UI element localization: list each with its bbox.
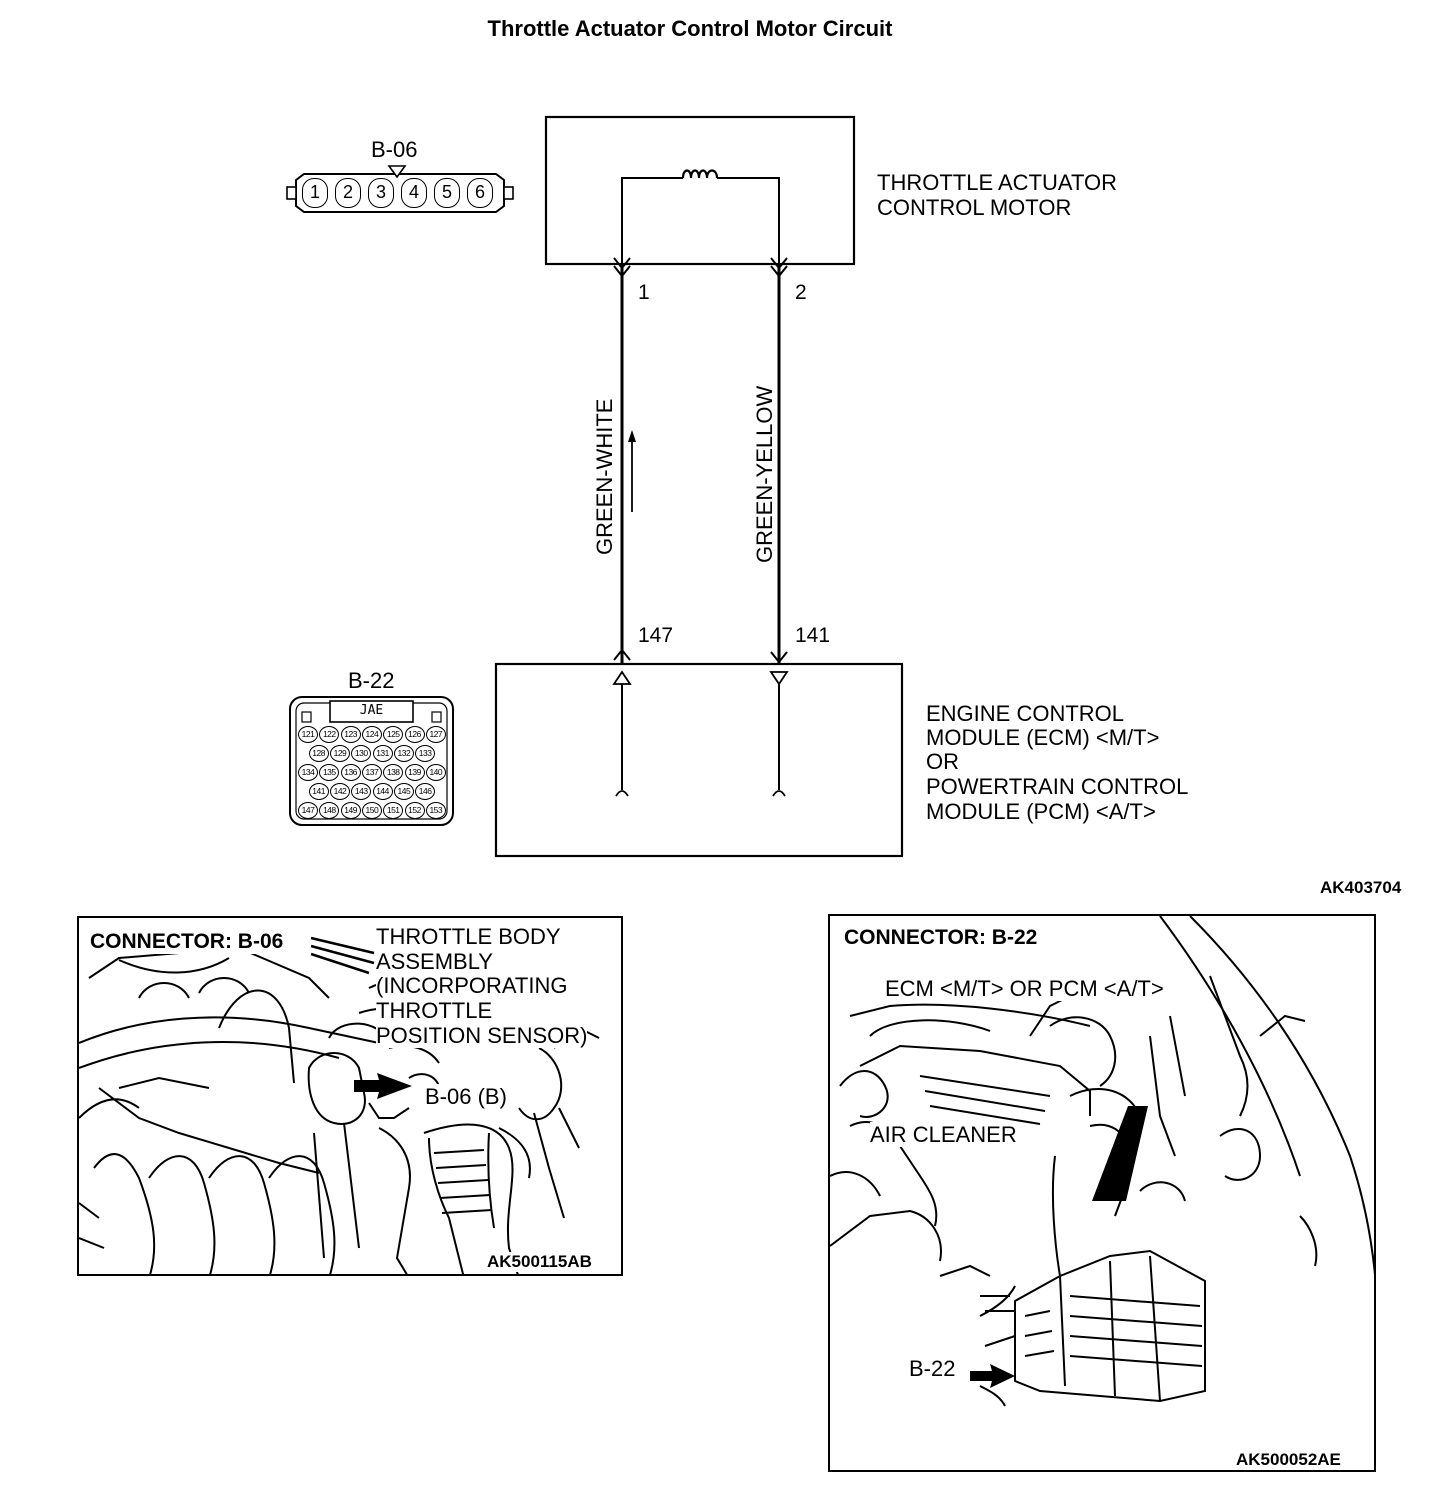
- photo-b22-heading: CONNECTOR: B-22: [844, 926, 1040, 950]
- wire-label-green-white: GREEN-WHITE: [592, 398, 617, 555]
- motor-label-line2: CONTROL MOTOR: [877, 195, 1072, 220]
- page-title: Throttle Actuator Control Motor Circuit: [487, 16, 893, 41]
- terminal-147-label: 147: [638, 624, 674, 647]
- b22-pin: 153: [425, 802, 446, 819]
- b22-pin: 133: [415, 745, 436, 762]
- b22-pin: 123: [340, 726, 361, 743]
- connector-b22-label: B-22: [348, 668, 395, 693]
- photo-b22-pointer-label: B-22: [909, 1356, 956, 1381]
- b06-pin-6: 6: [467, 178, 493, 208]
- b06-pin-5: 5: [434, 178, 460, 208]
- b22-pin: 144: [372, 783, 393, 800]
- ecm-label-line1: ENGINE CONTROL: [926, 701, 1125, 726]
- b06-pin-3: 3: [368, 178, 394, 208]
- b22-pin: 138: [383, 764, 404, 781]
- b22-pin: 124: [361, 726, 382, 743]
- terminal-141-arrow: [770, 651, 788, 664]
- b22-pin: 143: [351, 783, 372, 800]
- b22-pin: 152: [404, 802, 425, 819]
- b22-pin: 137: [361, 764, 382, 781]
- wiring-diagram: [286, 115, 904, 858]
- photo-b06-callout-4: THROTTLE: [376, 998, 493, 1023]
- photo-b22-callout-ecm: ECM <M/T> OR PCM <A/T>: [885, 976, 1164, 1001]
- ecm-label-line5: MODULE (PCM) <A/T>: [926, 799, 1156, 824]
- motor-box: [544, 115, 856, 266]
- b06-pin-2: 2: [335, 178, 361, 208]
- b22-pin: 126: [404, 726, 425, 743]
- b22-pin: 151: [383, 802, 404, 819]
- terminal-141-label: 141: [795, 624, 831, 647]
- b22-pin: 130: [351, 745, 372, 762]
- b22-pin: 122: [319, 726, 340, 743]
- b22-pin: 121: [298, 726, 318, 743]
- b22-pin: 147: [298, 802, 318, 819]
- engine-bay-illustration-b22: [830, 916, 1374, 1407]
- photo-b06-heading: CONNECTOR: B-06: [90, 930, 286, 954]
- b22-pin: 134: [298, 764, 318, 781]
- motor-coil-circuit: [621, 177, 780, 264]
- photo-connector-b06: CONNECTOR: B-06 THROTTLE BODY ASSEMBLY (…: [77, 916, 623, 1276]
- ecm-input-147: [612, 670, 632, 685]
- diagram-code: AK403704: [1320, 878, 1402, 897]
- b06-pin-4: 4: [401, 178, 427, 208]
- ecm-label-line2: MODULE (ECM) <M/T>: [926, 725, 1160, 750]
- b22-pin: 131: [372, 745, 393, 762]
- b06-pointer-arrow: [354, 1073, 412, 1099]
- terminal-2-label: 2: [795, 281, 807, 304]
- wire-label-green-yellow: GREEN-YELLOW: [752, 385, 777, 563]
- connector-b06-key: [387, 165, 407, 179]
- b22-pin: 135: [319, 764, 340, 781]
- b22-pointer-arrow: [970, 1364, 1015, 1388]
- b22-pin: 141: [308, 783, 329, 800]
- photo-b06-pointer-label: B-06 (B): [425, 1084, 507, 1109]
- b22-pin: 132: [393, 745, 414, 762]
- photo-b06-callout-2: ASSEMBLY: [376, 949, 493, 974]
- photo-b06-code: AK500115AB: [487, 1252, 592, 1272]
- b22-pin: 128: [308, 745, 329, 762]
- photo-b06-callout-3: (INCORPORATING: [376, 973, 568, 998]
- b22-pin: 145: [393, 783, 414, 800]
- photo-b22-code: AK500052AE: [1236, 1450, 1341, 1470]
- photo-b22-callout-air-cleaner: AIR CLEANER: [870, 1122, 1017, 1147]
- b22-pin: 129: [329, 745, 350, 762]
- b22-pin: 149: [340, 802, 361, 819]
- ecm-pointer-triangle: [1092, 1106, 1148, 1201]
- b22-pin: 140: [425, 764, 446, 781]
- b22-pin: 136: [340, 764, 361, 781]
- b22-pin: 146: [415, 783, 436, 800]
- photo-b06-callout-1: THROTTLE BODY: [376, 924, 561, 949]
- b22-pin: 139: [404, 764, 425, 781]
- coil-icon: [681, 169, 719, 179]
- connector-b22-brand: JAE: [359, 703, 384, 718]
- b22-pin: 148: [319, 802, 340, 819]
- ecm-label-line3: OR: [926, 749, 959, 774]
- terminal-1-label: 1: [638, 281, 650, 304]
- ecm-box: [494, 662, 904, 858]
- b22-pin: 125: [383, 726, 404, 743]
- photo-b06-callout-5: POSITION SENSOR): [376, 1023, 588, 1048]
- b22-pin: 142: [329, 783, 350, 800]
- terminal-147-arrow: [613, 648, 631, 661]
- ecm-output-141: [769, 671, 789, 686]
- engine-bay-illustration-b06: [79, 936, 600, 1274]
- b22-pin: 127: [425, 726, 446, 743]
- connector-b06-label: B-06: [371, 137, 418, 162]
- motor-label-line1: THROTTLE ACTUATOR: [877, 170, 1117, 195]
- ecm-label-line4: POWERTRAIN CONTROL: [926, 774, 1189, 799]
- b06-pin-1: 1: [302, 178, 328, 208]
- photo-connector-b22: CONNECTOR: B-22 ECM <M/T> OR PCM <A/T> A…: [828, 914, 1376, 1472]
- current-arrow-head: [628, 430, 636, 442]
- b22-pin: 150: [361, 802, 382, 819]
